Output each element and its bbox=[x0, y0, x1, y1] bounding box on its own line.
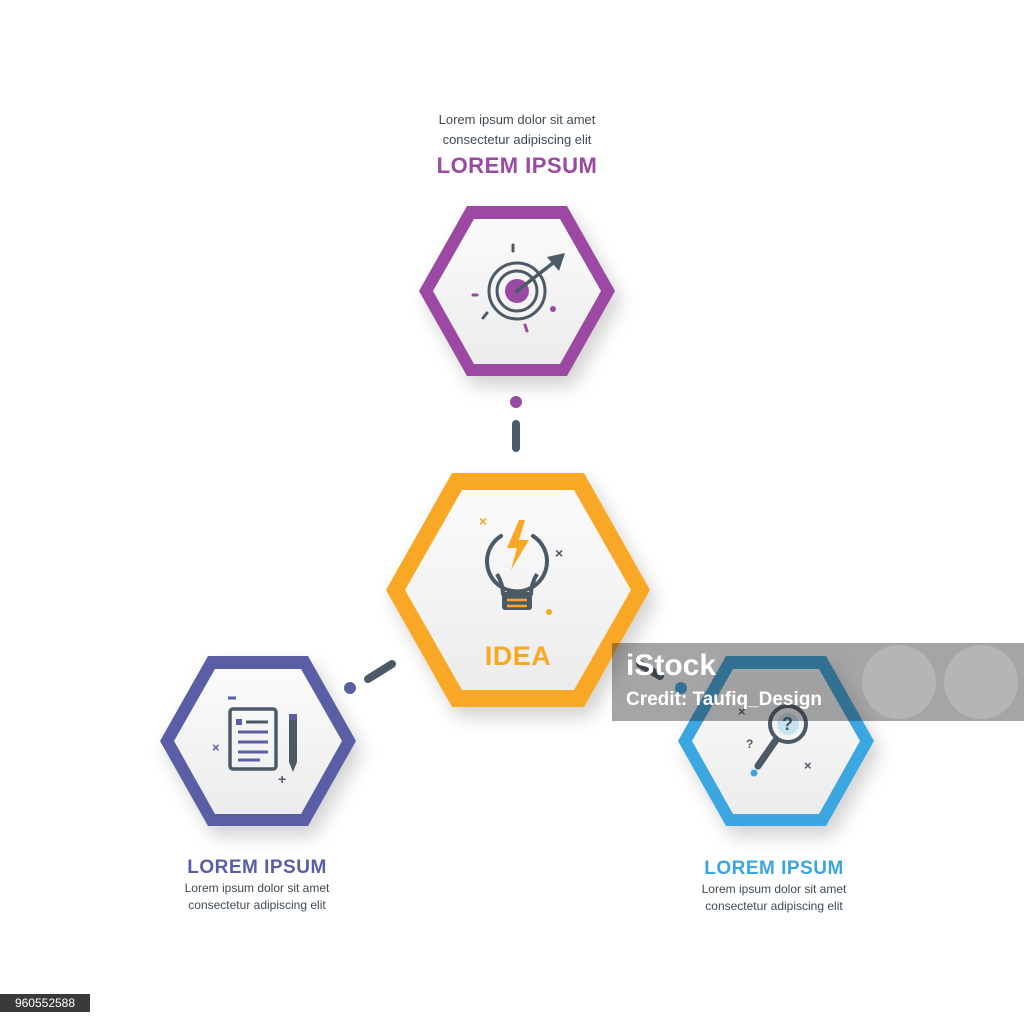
document-pen-icon: × + bbox=[212, 696, 297, 787]
right-title: LOREM IPSUM bbox=[704, 858, 844, 879]
svg-text:×: × bbox=[479, 513, 487, 529]
svg-text:?: ? bbox=[746, 737, 753, 751]
top-description-line1: Lorem ipsum dolor sit amet bbox=[438, 112, 596, 127]
connector-left-center bbox=[344, 660, 396, 694]
connector-dot bbox=[675, 682, 687, 694]
center-title: IDEA bbox=[484, 641, 552, 671]
watermark-decoration bbox=[944, 645, 1018, 719]
connector-dash bbox=[636, 660, 664, 680]
svg-text:×: × bbox=[555, 545, 563, 561]
watermark-credit: Credit: Taufiq_Design bbox=[626, 689, 822, 710]
svg-text:×: × bbox=[212, 740, 220, 755]
svg-text:?: ? bbox=[782, 714, 793, 734]
stock-id-label: 960552588 bbox=[0, 994, 90, 1012]
left-description-line2: consectetur adipiscing elit bbox=[188, 898, 326, 912]
connector-dot bbox=[510, 396, 522, 408]
right-description-line1: Lorem ipsum dolor sit amet bbox=[701, 882, 847, 896]
lightbulb-icon: × × bbox=[479, 513, 563, 615]
connector-dot bbox=[344, 682, 356, 694]
right-description-line2: consectetur adipiscing elit bbox=[705, 899, 843, 913]
connector-dash bbox=[364, 660, 396, 683]
connector-right-center bbox=[636, 660, 687, 694]
connector-top-center bbox=[510, 396, 522, 452]
svg-text:×: × bbox=[738, 704, 746, 719]
target-icon bbox=[471, 243, 565, 333]
left-description-line1: Lorem ipsum dolor sit amet bbox=[184, 881, 330, 895]
watermark-decoration bbox=[862, 645, 936, 719]
top-title: LOREM IPSUM bbox=[436, 153, 598, 178]
svg-text:+: + bbox=[278, 771, 286, 787]
svg-text:×: × bbox=[804, 758, 812, 773]
magnifier-question-icon: ? ? × × bbox=[738, 704, 812, 777]
watermark-banner: iStock Credit: Taufiq_Design bbox=[612, 643, 1024, 721]
watermark-brand: iStock bbox=[626, 649, 717, 682]
left-title: LOREM IPSUM bbox=[187, 857, 327, 878]
top-description-line2: consectetur adipiscing elit bbox=[442, 132, 592, 147]
